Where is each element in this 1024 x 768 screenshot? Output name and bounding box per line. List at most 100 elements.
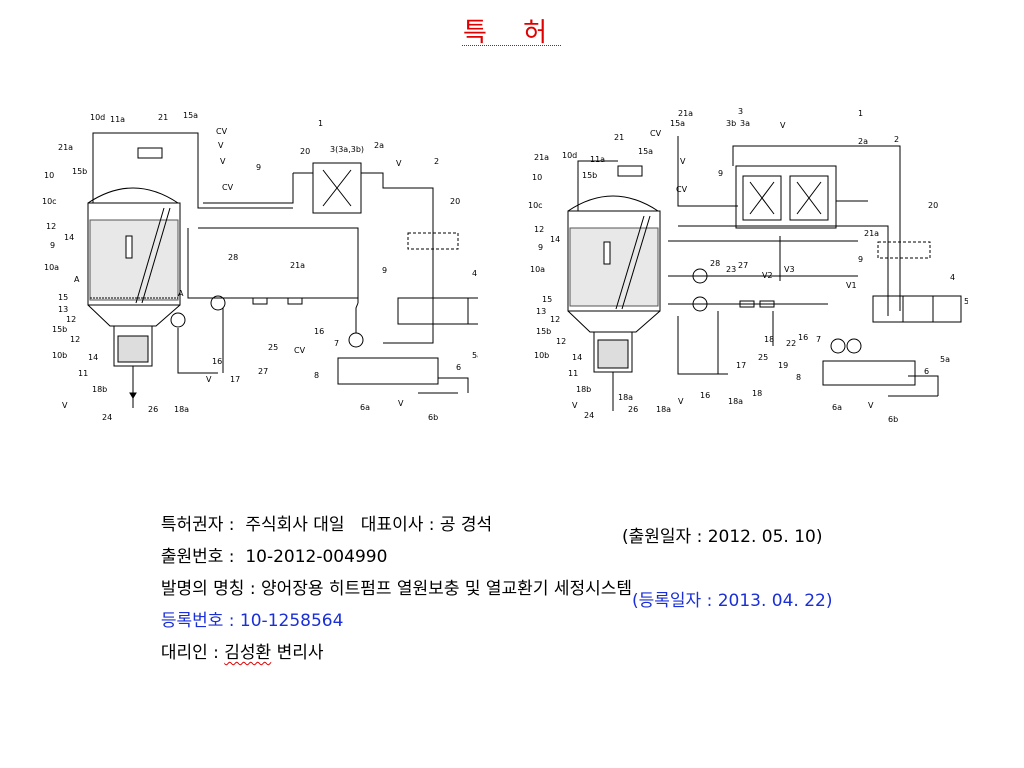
fig-label: 16 xyxy=(700,391,710,400)
invention-title-line: 발명의 명칭 : 양어장용 히트펌프 열원보충 및 열교환기 세정시스템 xyxy=(150,554,632,599)
fig-label: 14 xyxy=(88,353,98,362)
fig-label: 15b xyxy=(536,327,551,336)
fig-label: V xyxy=(220,157,226,166)
fig-label: 21a xyxy=(864,229,879,238)
fig-label: 2a xyxy=(858,137,868,146)
fig-label: 6a xyxy=(832,403,842,412)
fig-label: 10b xyxy=(534,351,549,360)
fig-label: 2 xyxy=(434,157,439,166)
fig-label: 12 xyxy=(70,335,80,344)
fig-label: 15b xyxy=(52,325,67,334)
fig-label: 28 xyxy=(228,253,238,262)
fig-label: V xyxy=(572,401,578,410)
fig-label: 9 xyxy=(256,163,261,172)
fig-label: 11 xyxy=(568,369,578,378)
fig-label: 12 xyxy=(66,315,76,324)
fig-label: 6b xyxy=(428,413,438,422)
fig-label: 3 xyxy=(738,107,743,116)
fig-label: 20 xyxy=(450,197,460,206)
fig-label: 6a xyxy=(360,403,370,412)
patentee-value: 주식회사 대일 대표이사 : 공 경석 xyxy=(245,515,493,535)
registration-number-value: 10-1258564 xyxy=(239,611,344,631)
agent-label: 대리인 : xyxy=(160,643,219,663)
fig-label: 9 xyxy=(382,266,387,275)
fig-label: 10c xyxy=(528,201,543,210)
agent-name: 김성환 xyxy=(224,643,272,663)
fig-label: 10b xyxy=(52,351,67,360)
fig-label: 17 xyxy=(736,361,746,370)
fig-label: A xyxy=(74,275,80,284)
fig-label: CV xyxy=(216,127,228,136)
fig-label: 11a xyxy=(110,115,125,124)
fig-label: 12 xyxy=(550,315,560,324)
agent-title: 변리사 xyxy=(276,643,324,663)
fig-label: 13 xyxy=(58,305,68,314)
fig-label: 27 xyxy=(738,261,748,270)
fig-label: 21a xyxy=(290,261,305,270)
fig-label: 7 xyxy=(334,339,339,348)
application-number-value: 10-2012-004990 xyxy=(245,547,388,567)
fig-label: 17 xyxy=(230,375,240,384)
fig-label: 20 xyxy=(928,201,938,210)
fig-label: 10c xyxy=(42,197,57,206)
fig-label: 20 xyxy=(300,147,310,156)
fig-label: CV xyxy=(676,185,688,194)
fig-label: 21a xyxy=(58,143,73,152)
fig-label: 5 xyxy=(964,297,968,306)
fig-label: V2 xyxy=(762,271,773,280)
fig-label: V xyxy=(780,121,786,130)
fig-label: 5a xyxy=(472,351,478,360)
fig-label: 18a xyxy=(174,405,189,414)
fig-label: V1 xyxy=(846,281,857,290)
fig-label: CV xyxy=(294,346,306,355)
fig-label: 14 xyxy=(64,233,74,242)
fig-label: 8 xyxy=(796,373,801,382)
fig-label: 15 xyxy=(58,293,68,302)
figure-right-diagram: 21a 3 3b 3a 15a 1 V 2a 2 21 CV 15a V CV … xyxy=(528,106,969,426)
fig-label: 9 xyxy=(538,243,543,252)
fig-label: 12 xyxy=(534,225,544,234)
fig-label: 5a xyxy=(940,355,950,364)
fig-label: 28 xyxy=(710,259,720,268)
fig-label: 21 xyxy=(158,113,168,122)
fig-label: 10a xyxy=(44,263,59,272)
invention-value: 양어장용 히트펌프 열원보충 및 열교환기 세정시스템 xyxy=(260,579,633,599)
fig-label: 11a xyxy=(590,155,605,164)
fig-label: 4 xyxy=(950,273,955,282)
fig-label: 18b xyxy=(576,385,591,394)
fig-label: 18 xyxy=(764,335,774,344)
fig-label: 14 xyxy=(572,353,582,362)
fig-label: 1 xyxy=(858,109,863,118)
fig-label: 3(3a,3b) xyxy=(330,145,364,154)
fig-label: 18a xyxy=(728,397,743,406)
fig-label: A xyxy=(178,289,184,298)
fig-label: 14 xyxy=(550,235,560,244)
fig-label: 3a xyxy=(740,119,750,128)
fig-label: 3b xyxy=(726,119,736,128)
page-title: 특 허 xyxy=(462,18,562,48)
fig-label: 12 xyxy=(556,337,566,346)
fig-label: 15a xyxy=(670,119,685,128)
fig-label: 2a xyxy=(374,141,384,150)
fig-label: 18b xyxy=(92,385,107,394)
fig-label: 10 xyxy=(532,173,542,182)
fig-label: 18a xyxy=(656,405,671,414)
fig-label: 25 xyxy=(268,343,278,352)
patentee-line: 특허권자 : 주식회사 대일 대표이사 : 공 경석 xyxy=(150,490,492,535)
fig-label: 7 xyxy=(816,335,821,344)
fig-label: V xyxy=(396,159,402,168)
figure-left-diagram: 1 10d 11a 21 15a CV V V CV 9 20 3(3a,3b)… xyxy=(38,108,505,428)
fig-label: 10a xyxy=(530,265,545,274)
fig-label: 9 xyxy=(718,169,723,178)
fig-label: 25 xyxy=(758,353,768,362)
fig-label: 1 xyxy=(318,119,323,128)
fig-label: 19 xyxy=(778,361,788,370)
fig-label: 21a xyxy=(678,109,693,118)
fig-label: 24 xyxy=(584,411,594,420)
fig-label: 10d xyxy=(90,113,105,122)
application-date: (출원일자 : 2012. 05. 10) xyxy=(622,527,823,547)
fig-label: 9 xyxy=(50,241,55,250)
fig-label: 16 xyxy=(314,327,324,336)
fig-label: 10d xyxy=(562,151,577,160)
fig-label: 15b xyxy=(72,167,87,176)
